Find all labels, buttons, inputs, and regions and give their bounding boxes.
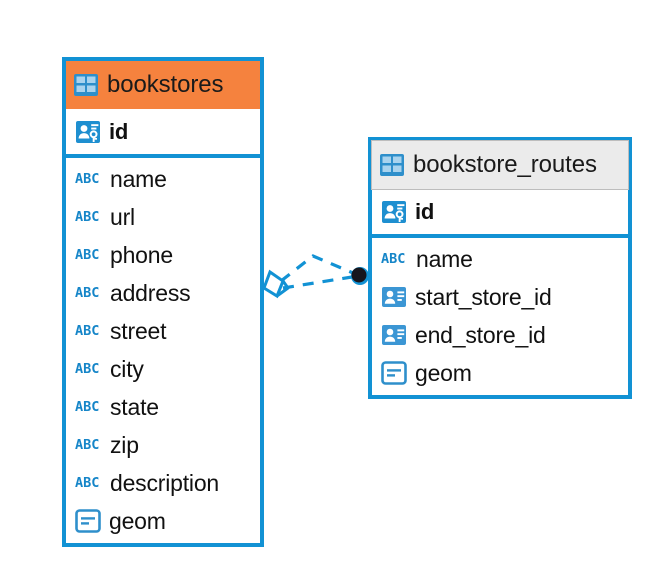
field-label: geom <box>109 507 166 534</box>
field-label: geom <box>415 359 472 386</box>
field-label: start_store_id <box>415 283 552 310</box>
text-field-icon: ABC <box>75 247 100 263</box>
primary-key-section: id <box>66 109 260 158</box>
field-row-start-store-id[interactable]: start_store_id <box>372 278 628 316</box>
field-label: id <box>415 198 435 224</box>
field-row-city[interactable]: ABC city <box>66 350 260 388</box>
polygon-marker <box>262 269 290 299</box>
entity-title: bookstores <box>107 71 224 98</box>
field-label: description <box>110 469 220 496</box>
text-field-icon: ABC <box>75 399 100 415</box>
text-field-icon: ABC <box>75 171 100 187</box>
field-row-geom[interactable]: geom <box>372 354 628 392</box>
field-label: street <box>110 317 167 344</box>
text-field-icon: ABC <box>75 361 100 377</box>
field-row-end-store-id[interactable]: end_store_id <box>372 316 628 354</box>
text-field-icon: ABC <box>75 475 100 491</box>
primary-key-icon <box>382 200 406 223</box>
geometry-field-icon <box>75 509 101 533</box>
text-field-icon: ABC <box>75 285 100 301</box>
field-row-id[interactable]: id <box>66 109 260 154</box>
foreign-key-icon <box>382 325 406 345</box>
text-field-icon: ABC <box>381 251 406 267</box>
entity-table-bookstores[interactable]: bookstores id ABC <box>62 57 264 547</box>
field-row-name[interactable]: ABC name <box>66 160 260 198</box>
field-label: name <box>110 165 167 192</box>
fields-section: ABC name start_store_id <box>372 238 628 395</box>
entity-table-bookstore-routes[interactable]: bookstore_routes id ABC <box>368 137 632 399</box>
entity-title: bookstore_routes <box>413 151 597 178</box>
field-row-name[interactable]: ABC name <box>372 240 628 278</box>
field-label: zip <box>110 431 139 458</box>
entity-header-bookstore-routes[interactable]: bookstore_routes <box>371 140 629 190</box>
fields-section: ABC name ABC url ABC phone ABC <box>66 158 260 543</box>
field-row-url[interactable]: ABC url <box>66 198 260 236</box>
filled-circle-marker <box>351 267 369 285</box>
field-row-phone[interactable]: ABC phone <box>66 236 260 274</box>
field-row-description[interactable]: ABC description <box>66 464 260 502</box>
field-label: phone <box>110 241 173 268</box>
table-icon <box>380 154 404 176</box>
field-row-street[interactable]: ABC street <box>66 312 260 350</box>
geometry-field-icon <box>381 361 407 385</box>
field-label: url <box>110 203 135 230</box>
field-label: name <box>416 245 473 272</box>
table-icon <box>74 74 98 96</box>
field-row-address[interactable]: ABC address <box>66 274 260 312</box>
text-field-icon: ABC <box>75 437 100 453</box>
field-label: id <box>109 118 129 144</box>
relationship-line-upper <box>280 254 354 283</box>
field-row-state[interactable]: ABC state <box>66 388 260 426</box>
primary-key-icon <box>76 120 100 143</box>
field-label: city <box>110 355 144 382</box>
primary-key-section: id <box>372 189 628 238</box>
field-row-zip[interactable]: ABC zip <box>66 426 260 464</box>
entity-header-bookstores[interactable]: bookstores <box>66 61 260 109</box>
field-row-geom[interactable]: geom <box>66 502 260 540</box>
text-field-icon: ABC <box>75 323 100 339</box>
foreign-key-icon <box>382 287 406 307</box>
field-label: state <box>110 393 159 420</box>
text-field-icon: ABC <box>75 209 100 225</box>
field-label: end_store_id <box>415 321 546 348</box>
relationship-line-lower <box>282 275 353 290</box>
field-label: address <box>110 279 191 306</box>
field-row-id[interactable]: id <box>372 189 628 234</box>
